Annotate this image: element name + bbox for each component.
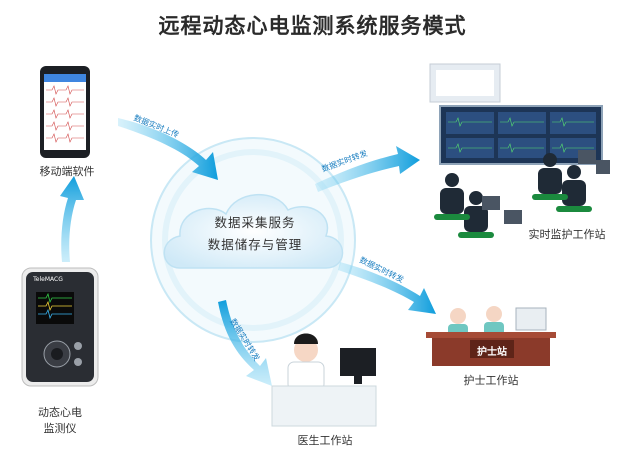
- label-mobile-software: 移动端软件: [39, 165, 95, 178]
- arrow-device-to-mobile: [60, 176, 84, 262]
- nurse-station: [426, 306, 556, 366]
- page-title: 远程动态心电监测系统服务模式: [158, 14, 467, 38]
- label-ecg-device-line1: 动态心电: [38, 406, 82, 419]
- device-brand: TeleMACG: [33, 276, 63, 283]
- arrow-to-nurse: [338, 262, 436, 314]
- mobile-phone: [40, 66, 90, 158]
- arrow-upload: [118, 118, 218, 180]
- cloud-service-line2: 数据储存与管理: [207, 237, 303, 252]
- ecg-device: [21, 267, 99, 387]
- cloud-service-line1: 数据采集服务: [214, 215, 296, 230]
- arrow-to-monitor: [315, 146, 420, 192]
- arrow-to-doctor: [218, 300, 272, 386]
- label-ecg-device-line2: 监测仪: [43, 422, 77, 435]
- label-doctor-station: 医生工作站: [297, 434, 353, 447]
- label-nurse-station: 护士工作站: [463, 374, 519, 387]
- cloud-shape: [163, 194, 344, 269]
- nurse-desk-sign: 护士站: [477, 347, 507, 358]
- monitoring-center: [429, 63, 610, 238]
- label-monitoring-station: 实时监护工作站: [528, 228, 606, 241]
- doctor-station: [271, 333, 377, 427]
